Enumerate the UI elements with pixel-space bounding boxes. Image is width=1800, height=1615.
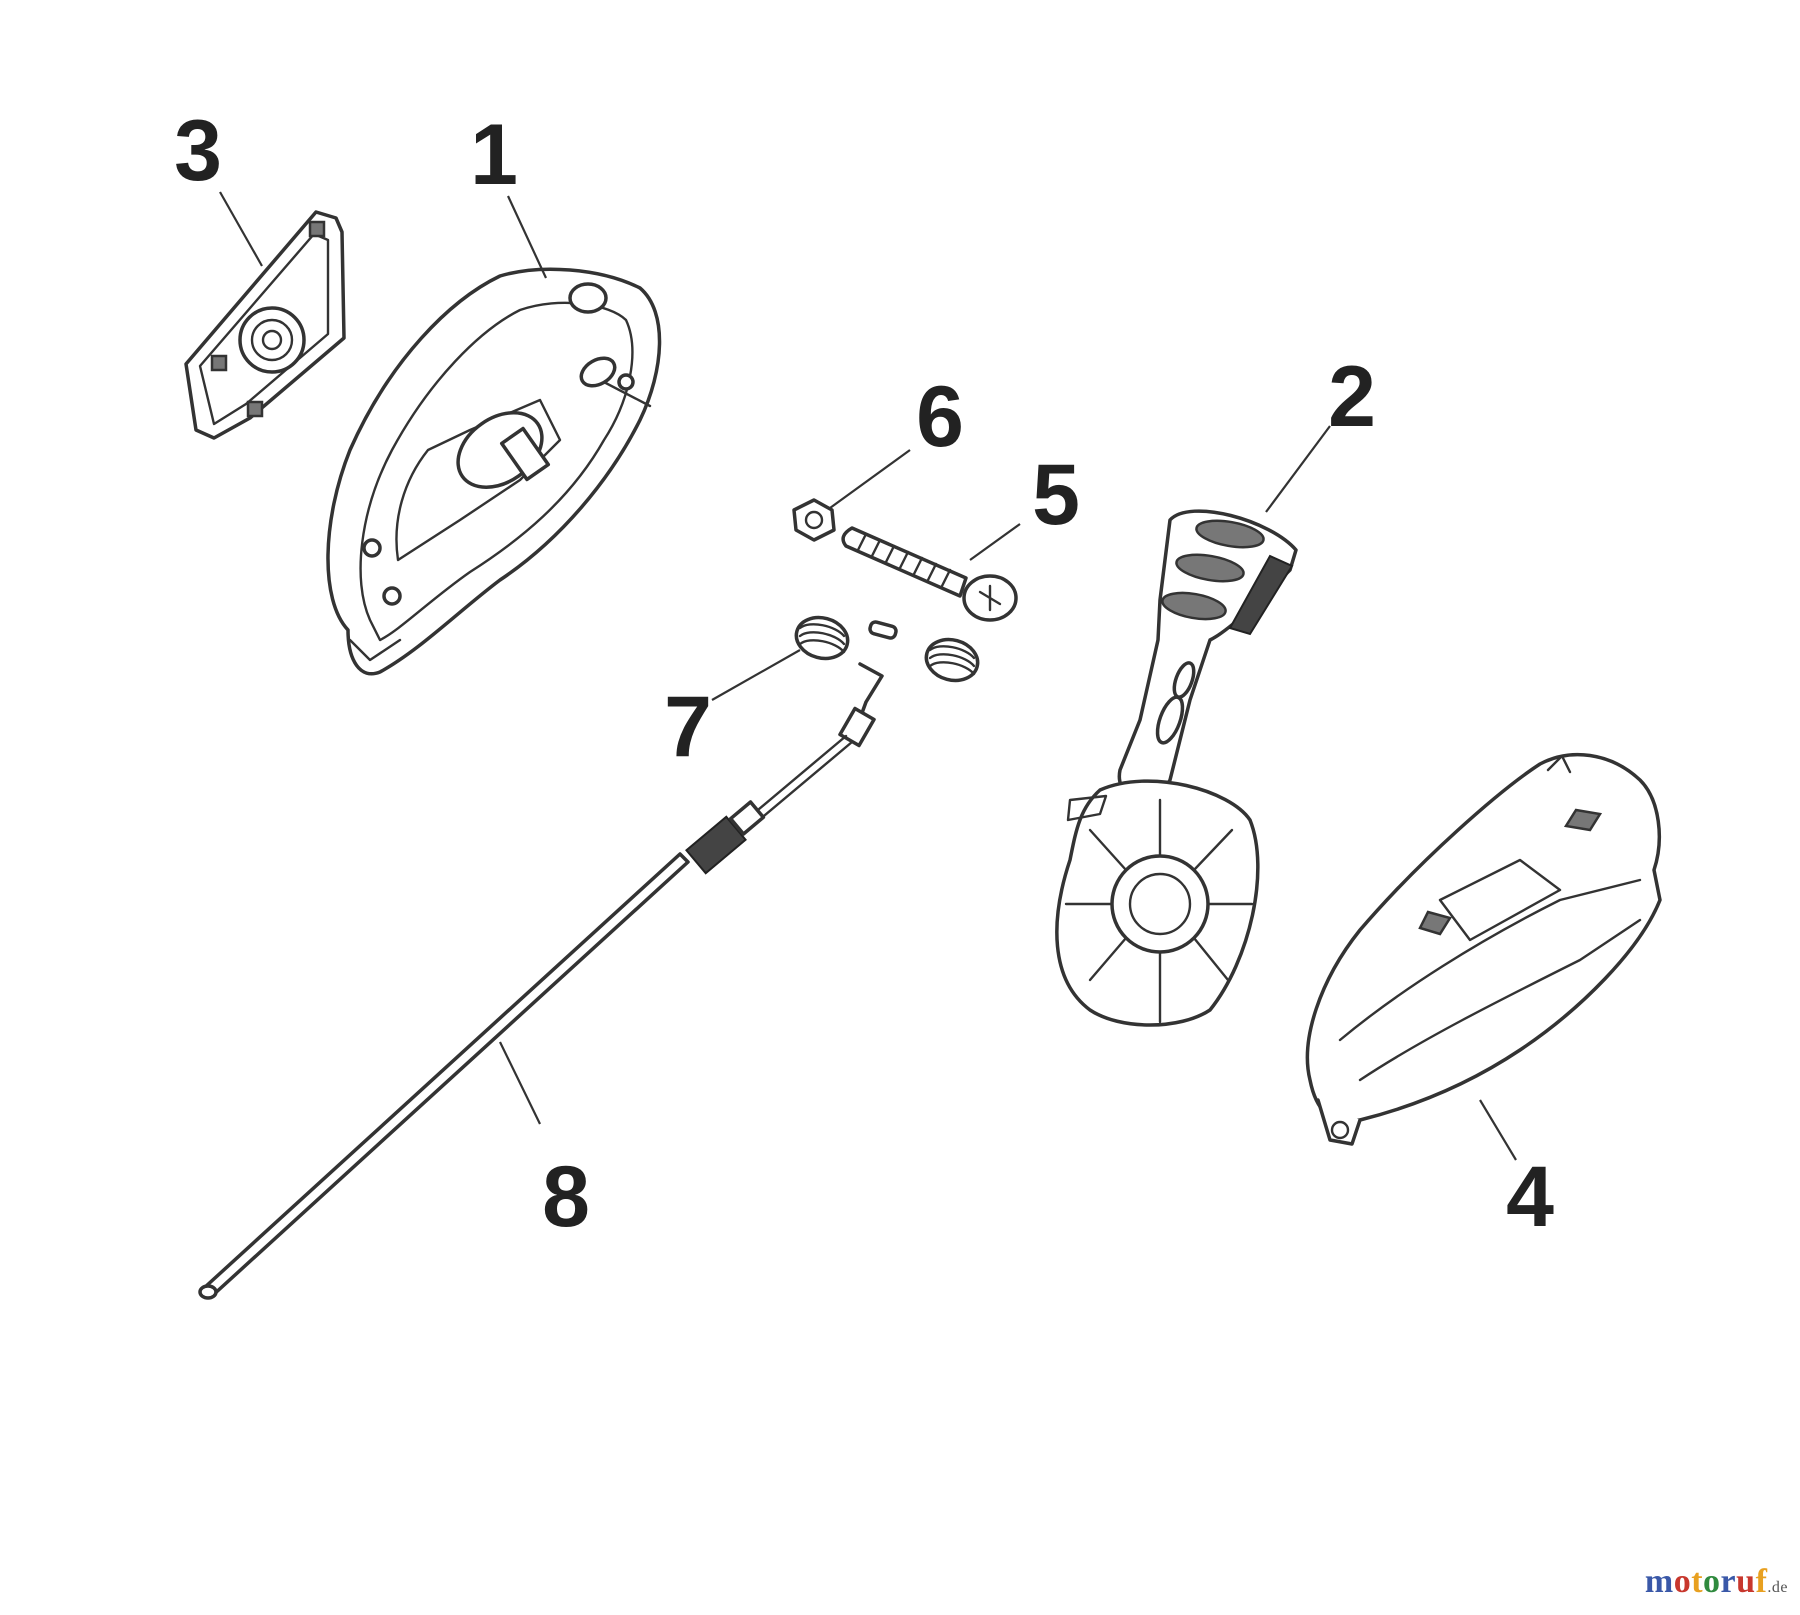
watermark-logo: motoruf.de xyxy=(1645,1563,1788,1601)
callout-6: 6 xyxy=(916,369,964,465)
callout-3: 3 xyxy=(174,103,222,199)
watermark-suffix: .de xyxy=(1767,1579,1788,1596)
callout-2: 2 xyxy=(1328,349,1376,445)
part-6-nut xyxy=(792,498,836,542)
watermark-letter: f xyxy=(1755,1563,1768,1600)
watermark-letter: u xyxy=(1736,1563,1756,1600)
callout-7: 7 xyxy=(664,679,712,775)
watermark-letter: m xyxy=(1644,1563,1674,1600)
part-7-spring-right xyxy=(924,637,980,683)
part-3-cover-plate xyxy=(184,210,346,440)
part-5-screw xyxy=(841,526,1018,622)
leader-3 xyxy=(219,191,263,267)
watermark-letter: o xyxy=(1673,1563,1692,1600)
part-1-housing-left xyxy=(326,267,662,676)
watermark-letter: t xyxy=(1691,1563,1704,1600)
part-8-cable xyxy=(198,662,884,1300)
leader-8 xyxy=(499,1041,541,1125)
leader-5 xyxy=(969,523,1021,561)
callout-numbers: 3 1 6 5 2 7 8 4 xyxy=(174,103,1554,1245)
watermark-text: motoruf xyxy=(1645,1563,1768,1600)
leader-lines xyxy=(219,191,1517,1161)
callout-5: 5 xyxy=(1032,447,1080,543)
part-4-housing-right xyxy=(1305,752,1662,1146)
part-2-lever xyxy=(1055,509,1298,1027)
part-7-spring-left xyxy=(794,615,850,661)
leader-1 xyxy=(507,195,547,279)
callout-1: 1 xyxy=(470,107,518,203)
callout-8: 8 xyxy=(542,1149,590,1245)
watermark-letter: o xyxy=(1703,1563,1721,1600)
watermark-letter: r xyxy=(1720,1563,1737,1600)
leader-7 xyxy=(711,649,801,701)
leader-6 xyxy=(829,449,911,509)
part-7-pin xyxy=(868,620,898,640)
leader-4 xyxy=(1479,1099,1517,1161)
callout-4: 4 xyxy=(1506,1149,1554,1245)
leader-2 xyxy=(1265,425,1331,513)
